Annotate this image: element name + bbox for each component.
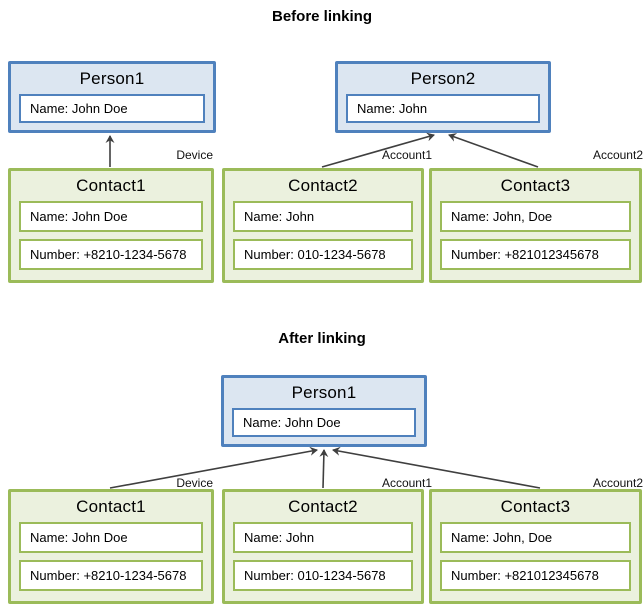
name-field: Name: John, Doe — [440, 201, 631, 232]
contact-node-before-contact1: Contact1 Name: John Doe Number: +8210-12… — [8, 168, 214, 283]
node-title: Person1 — [291, 383, 357, 402]
contact-node-before-contact3: Contact3 Name: John, Doe Number: +821012… — [429, 168, 642, 283]
arrow-contact1-to-person1-after — [109, 446, 318, 489]
name-field: Name: John Doe — [19, 201, 203, 232]
person-node-after-person1: Person1 Name: John Doe — [221, 375, 427, 447]
node-title: Contact2 — [288, 176, 358, 195]
name-field: Name: John — [233, 201, 413, 232]
person-node-before-person1: Person1 Name: John Doe — [8, 61, 216, 133]
node-title: Contact2 — [288, 497, 358, 516]
contact-node-after-contact2: Contact2 Name: John Number: 010-1234-567… — [222, 489, 424, 604]
contact-node-after-contact1: Contact1 Name: John Doe Number: +8210-12… — [8, 489, 214, 604]
edge-label-account1-after: Account1 — [381, 476, 432, 490]
number-field: Number: +8210-1234-5678 — [19, 239, 203, 270]
edge-label-device-after: Device — [176, 476, 213, 490]
number-field: Number: +8210-1234-5678 — [19, 560, 203, 591]
after-linking-title: After linking — [278, 330, 366, 347]
node-title: Person2 — [410, 69, 476, 88]
edge-label-account2-after: Account2 — [592, 476, 643, 490]
edge-label-account1-before: Account1 — [381, 148, 432, 162]
contact-node-after-contact3: Contact3 Name: John, Doe Number: +821012… — [429, 489, 642, 604]
node-title: Person1 — [79, 69, 145, 88]
number-field: Number: +821012345678 — [440, 560, 631, 591]
name-field: Name: John — [346, 94, 540, 123]
node-title: Contact1 — [76, 176, 146, 195]
number-field: Number: 010-1234-5678 — [233, 560, 413, 591]
node-title: Contact3 — [500, 176, 571, 195]
edge-label-account2-before: Account2 — [592, 148, 643, 162]
edge-label-device-before: Device — [176, 148, 213, 162]
person-node-before-person2: Person2 Name: John — [335, 61, 551, 133]
contact-node-before-contact2: Contact2 Name: John Number: 010-1234-567… — [222, 168, 424, 283]
arrow-contact3-to-person1-after — [332, 446, 541, 489]
before-linking-title: Before linking — [271, 8, 372, 25]
number-field: Number: +821012345678 — [440, 239, 631, 270]
name-field: Name: John Doe — [19, 94, 205, 123]
name-field: Name: John, Doe — [440, 522, 631, 553]
arrow-contact3-to-person2-before — [448, 133, 539, 168]
arrow-contact2-to-person1-after — [319, 449, 329, 489]
number-field: Number: 010-1234-5678 — [233, 239, 413, 270]
name-field: Name: John Doe — [232, 408, 416, 437]
node-title: Contact3 — [500, 497, 571, 516]
node-title: Contact1 — [76, 497, 146, 516]
name-field: Name: John — [233, 522, 413, 553]
name-field: Name: John Doe — [19, 522, 203, 553]
